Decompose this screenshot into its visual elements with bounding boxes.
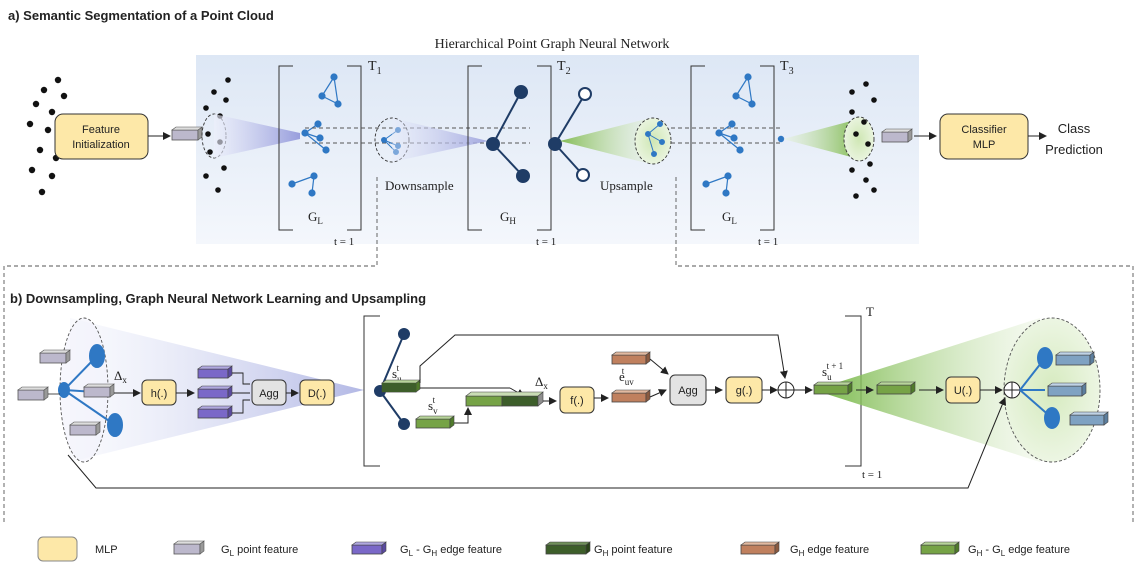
- b-purple-3: [197, 405, 233, 419]
- b-agg-label-2: Agg: [678, 385, 698, 397]
- time-label-1: t = 1: [334, 236, 354, 248]
- graph-upsample-source: [548, 87, 592, 182]
- feature-initialization-box: [54, 113, 149, 160]
- output-cone: [783, 120, 855, 158]
- b-u-label: U(.): [954, 385, 972, 397]
- b-f-label: f(.): [570, 395, 583, 407]
- output-node: [777, 135, 785, 143]
- class-prediction-line2: Prediction: [1045, 142, 1103, 157]
- bracket-gl-3: [690, 65, 775, 231]
- time-label-3: t = 1: [758, 236, 778, 248]
- b-purple-2: [197, 385, 233, 399]
- legend-item-4: GH edge feature: [790, 544, 869, 558]
- b-neighbor-edge-feat: [611, 351, 651, 365]
- legend-gl-point-swatch: [173, 540, 205, 555]
- b-sv-line: [454, 407, 472, 424]
- b-T-label: T: [866, 304, 874, 319]
- legend-item-1: GL point feature: [221, 544, 298, 558]
- graph-label-3: GL: [722, 209, 737, 226]
- b-delta-1: Δx: [114, 368, 127, 385]
- b-agg-label-1: Agg: [259, 388, 279, 400]
- zoom-lines: [3, 177, 1134, 525]
- b-concat-feat: [465, 391, 544, 407]
- b-purple-1: [197, 365, 233, 379]
- t-label-3: T3: [780, 59, 794, 77]
- upsample-cone: [560, 118, 650, 164]
- output-feature-box: [881, 128, 913, 143]
- legend-item-3: GH point feature: [594, 544, 673, 558]
- b-out-feat-2: [1047, 382, 1087, 397]
- t-label-2: T2: [557, 59, 571, 77]
- graph-gh: [486, 85, 530, 183]
- b-input-graph: [58, 344, 123, 437]
- b-output-graph: [1019, 347, 1060, 429]
- input-point-cloud: [26, 76, 68, 196]
- graph-gl-3: [702, 73, 756, 197]
- graph-label-2: GH: [500, 209, 516, 226]
- b-su-label: sut: [392, 363, 402, 384]
- b-gl-feat-4: [69, 421, 101, 436]
- upsample-ellipse: [634, 117, 672, 165]
- section-a-title: a) Semantic Segmentation of a Point Clou…: [8, 8, 274, 23]
- b-out-feat-1: [1055, 351, 1095, 366]
- bracket-gl-1: [278, 65, 362, 231]
- b-gl-feat-2: [17, 386, 49, 401]
- legend-item-2: GL - GH edge feature: [400, 544, 502, 558]
- feature-init-line1: Feature: [82, 124, 120, 136]
- legend-gh-gl-edge-swatch: [920, 541, 960, 555]
- feature-init-line2: Initialization: [72, 139, 129, 151]
- input-feature-box: [171, 126, 203, 141]
- time-label-2: t = 1: [536, 236, 556, 248]
- class-prediction-line1: Class: [1058, 121, 1091, 136]
- output-point-cloud: [849, 81, 877, 199]
- b-out-feat-3: [1069, 411, 1109, 426]
- b-sv-label: svt: [428, 395, 438, 416]
- b-skip-arrow: [67, 397, 1007, 489]
- t-label-1: T1: [368, 59, 382, 77]
- graph-gl-1: [288, 73, 342, 197]
- graph-label-1: GL: [308, 209, 323, 226]
- cone-input: [214, 114, 300, 158]
- network-title: Hierarchical Point Graph Neural Network: [435, 37, 670, 52]
- downsample-label: Downsample: [385, 178, 454, 193]
- b-h-label: h(.): [151, 388, 168, 400]
- b-euv-label: euvt: [619, 366, 634, 387]
- b-gl-feat-3: [83, 383, 115, 398]
- legend-mlp-label: MLP: [95, 544, 118, 556]
- classifier-line2: MLP: [973, 139, 996, 151]
- section-b-title: b) Downsampling, Graph Neural Network Le…: [10, 291, 426, 306]
- b-t-eq: t = 1: [862, 469, 882, 481]
- b-snext-label: sut + 1: [822, 361, 843, 382]
- b-snext-feat: [813, 381, 853, 395]
- downsample-cone: [392, 118, 488, 162]
- b-delta-2: Δx: [535, 374, 548, 391]
- b-euv-feat: [611, 389, 651, 403]
- legend-gh-edge-swatch: [740, 541, 780, 555]
- upsample-label: Upsample: [600, 178, 653, 193]
- legend-mlp-swatch: [37, 536, 78, 562]
- b-sum-node-1: [777, 381, 795, 399]
- b-sum-node-2: [1003, 381, 1021, 399]
- b-f-box: [559, 386, 595, 414]
- legend-gl-gh-edge-swatch: [351, 541, 387, 555]
- b-g-label: g(.): [736, 385, 753, 397]
- b-arrow-euv-agg: [649, 389, 667, 398]
- classifier-line1: Classifier: [961, 124, 1007, 136]
- legend-gh-point-swatch: [545, 541, 591, 555]
- b-d-box: [299, 379, 335, 406]
- b-sv-feat: [415, 415, 455, 429]
- upsample-subgraph: [645, 121, 665, 157]
- b-d-label: D(.): [308, 388, 326, 400]
- b-green-feat-2: [876, 381, 916, 395]
- classifier-mlp-box: [939, 113, 1029, 160]
- b-su-feat-dark: [382, 383, 416, 392]
- b-gl-feat-1: [39, 349, 71, 364]
- legend: MLP GL point feature GL - GH edge featur…: [37, 536, 1070, 562]
- b-agg-links-1: [232, 372, 250, 414]
- b-arrow-edge-agg: [649, 358, 669, 375]
- legend-item-5: GH - GL edge feature: [968, 544, 1070, 558]
- output-ellipse: [843, 116, 875, 162]
- b-residual-arrow: [419, 334, 788, 383]
